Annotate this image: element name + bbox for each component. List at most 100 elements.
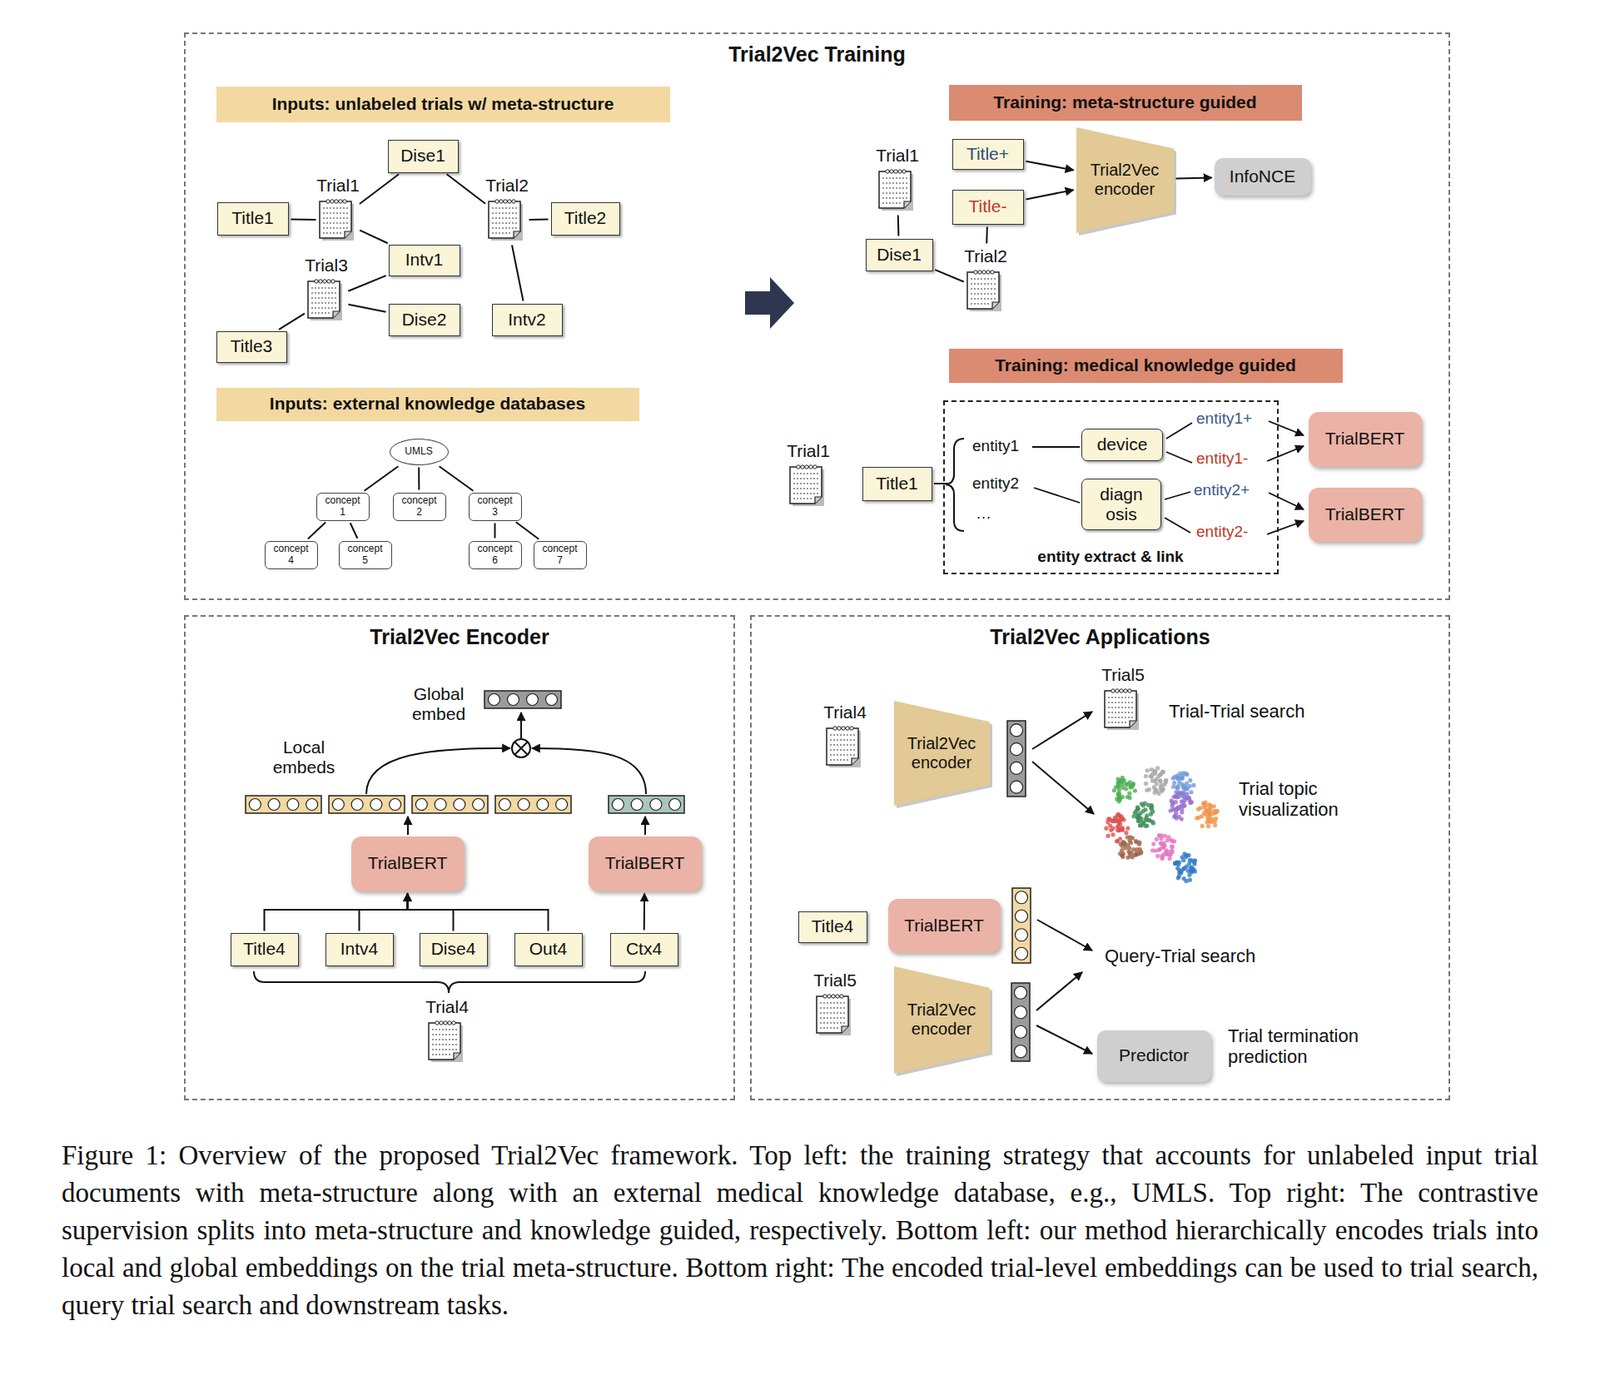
cluster-dot [1142, 807, 1148, 812]
vector-cell [517, 799, 530, 811]
icon-line [1108, 706, 1133, 708]
vector-cell [611, 799, 624, 811]
arrow-line [1037, 919, 1093, 951]
cluster-dot [1152, 787, 1158, 792]
icon-ring [342, 198, 347, 203]
cluster-dot [1118, 814, 1123, 819]
vector-cell [1015, 891, 1029, 905]
encoder-trapezoid: Trial2Vec encoder [1076, 127, 1174, 234]
cluster-dot [1143, 774, 1148, 779]
icon-line [491, 232, 511, 234]
brace [253, 971, 646, 994]
cluster-dot [1128, 785, 1133, 790]
model-box: TrialBERT [1308, 487, 1422, 542]
trapezoid-fill [894, 700, 990, 806]
cluster-dot [1114, 839, 1119, 844]
icon-ring [835, 993, 840, 998]
node-label: Trial5 [813, 970, 857, 991]
connector [347, 304, 386, 313]
model-box: TrialBERT [1308, 412, 1422, 468]
icon-line [882, 187, 908, 189]
icon-line [311, 297, 337, 299]
icon-ring [1127, 688, 1132, 692]
icon-ring [845, 725, 850, 730]
vector-cell [472, 799, 485, 811]
node-label: concept 6 [477, 543, 514, 566]
icon-fold [332, 311, 340, 319]
icon-line [829, 749, 855, 751]
cluster-dot [1137, 823, 1143, 828]
panel-heading: Trial2Vec Applications [751, 625, 1449, 650]
embedding-vector [412, 795, 488, 814]
icon-line [1108, 716, 1133, 718]
node-label: Trial2 [485, 175, 529, 196]
cluster-dot [1105, 834, 1110, 839]
bracket [934, 438, 964, 532]
vector-cell [1015, 909, 1029, 923]
concept-box: concept 3 [468, 492, 522, 522]
entity-box: Title- [952, 189, 1024, 225]
connector [439, 466, 474, 491]
icon-line [970, 298, 996, 299]
cluster-dot [1112, 788, 1117, 793]
node-label: Dise1 [400, 145, 446, 166]
cluster-dot [1187, 795, 1192, 800]
vector-cell [650, 799, 662, 811]
icon-ring [1115, 688, 1119, 692]
cluster-dot [1157, 778, 1163, 783]
icon-fold [453, 1053, 461, 1060]
icon-line [432, 1053, 451, 1055]
icon-line [882, 182, 908, 184]
cluster-dot [1183, 771, 1188, 776]
connector [264, 894, 408, 932]
trapezoid-fill [1076, 127, 1174, 234]
icon-ring [813, 464, 817, 468]
cluster-dot [1144, 813, 1149, 818]
icon-ring [990, 269, 994, 274]
icon-line [829, 734, 855, 736]
icon-line [1108, 711, 1133, 713]
entity-box: Title1 [862, 467, 933, 502]
vector-cell [1010, 780, 1024, 794]
cluster-dot [1163, 778, 1168, 783]
document-icon [814, 993, 855, 1039]
icon-ring [338, 198, 343, 203]
connector [516, 521, 539, 539]
concept-box: concept 4 [264, 541, 319, 570]
cluster-dot [1186, 869, 1191, 874]
cluster-dot [1186, 853, 1191, 858]
vector-cell [556, 799, 568, 811]
cluster-dot [1215, 809, 1220, 814]
cluster-dot [1154, 776, 1159, 781]
icon-line [819, 1002, 845, 1004]
trapezoid-fill [894, 966, 990, 1074]
cluster-dot [1108, 828, 1114, 833]
icon-ring [322, 278, 327, 283]
icon-line [970, 293, 996, 294]
annotation-label: entity1- [1196, 449, 1248, 468]
icon-page [488, 201, 521, 239]
vector-cell [1014, 986, 1028, 999]
icon-line [311, 312, 330, 314]
node-label: Training: medical knowledge guided [994, 355, 1297, 376]
vector-cell [434, 799, 447, 811]
icon-fold [344, 231, 352, 239]
icon-page [790, 467, 822, 504]
cluster-dot [1148, 812, 1153, 817]
vector-cell [306, 799, 319, 811]
embedding-vector [608, 795, 685, 814]
vector-cell [526, 694, 539, 706]
concept-box: concept 5 [338, 541, 393, 570]
node-label: device [1097, 434, 1148, 455]
icon-ring [796, 464, 800, 468]
annotation-label: entity2- [1196, 522, 1248, 542]
cluster-dot [1127, 780, 1133, 785]
cluster-dot [1174, 815, 1179, 820]
cluster-dot [1127, 791, 1132, 796]
arrow-line [1036, 1025, 1093, 1054]
arrow-line [1267, 446, 1304, 462]
model-box: TrialBERT [351, 836, 465, 892]
cluster-dot [1146, 803, 1151, 808]
icon-ring [885, 168, 890, 173]
panel-heading: Trial2Vec Training [185, 42, 1449, 67]
